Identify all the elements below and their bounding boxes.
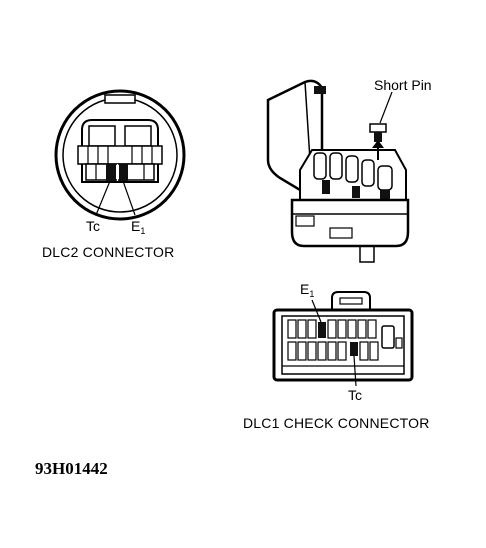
dlc1-housing-with-cover — [266, 79, 410, 263]
short-pin — [369, 123, 387, 142]
dlc2-e1-label: E1 — [131, 218, 145, 236]
dlc1-tc-terminal — [350, 342, 358, 356]
dlc1-e1-label: E1 — [300, 281, 314, 299]
dlc2-connector — [54, 89, 186, 221]
figure-code: 93H01442 — [35, 459, 108, 478]
dlc1-tc-label: Tc — [348, 387, 362, 403]
dlc2-tc-label: Tc — [86, 218, 100, 234]
dlc2-caption: DLC2 CONNECTOR — [42, 244, 174, 260]
dlc2-e1-terminal — [119, 164, 128, 181]
short-pin-label: Short Pin — [374, 77, 432, 93]
dlc1-e1-terminal — [318, 322, 326, 338]
insert-arrow — [372, 140, 384, 160]
short-pin-leader — [379, 91, 393, 124]
dlc1-caption: DLC1 CHECK CONNECTOR — [243, 415, 430, 431]
dlc1-check-connector — [272, 291, 414, 387]
dlc2-tc-terminal — [106, 164, 116, 181]
